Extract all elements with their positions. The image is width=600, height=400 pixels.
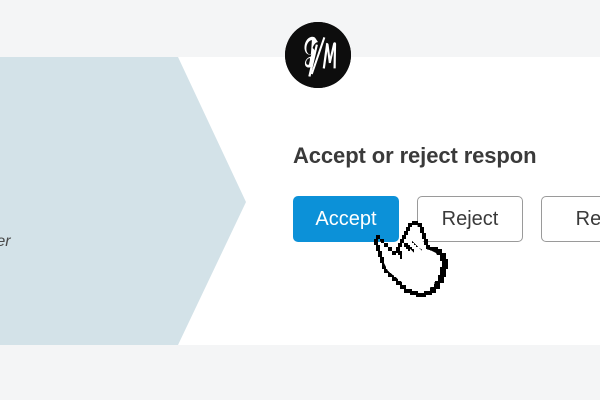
gm-monogram-logo (285, 22, 351, 88)
reject-button[interactable]: Reject (417, 196, 523, 242)
report-button[interactable]: Rep (541, 196, 600, 242)
response-panel-heading: Accept or reject respon (293, 143, 537, 168)
bottom-background-strip (0, 345, 600, 400)
quote-panel-content: d and would offer. uary 2019 onsectetuer… (0, 57, 246, 345)
quote-body: onsectetuer mmy nibh olore” (0, 228, 246, 312)
quote-body-line-1: onsectetuer (0, 233, 11, 250)
response-button-row: Accept Reject Rep (293, 196, 600, 242)
quote-heading-line-1: d and would (0, 104, 192, 142)
quote-heading: d and would offer. (0, 104, 192, 180)
quote-heading-line-2: offer. (0, 142, 192, 180)
quote-date: uary 2019 (0, 187, 217, 211)
accept-button[interactable]: Accept (293, 196, 399, 242)
